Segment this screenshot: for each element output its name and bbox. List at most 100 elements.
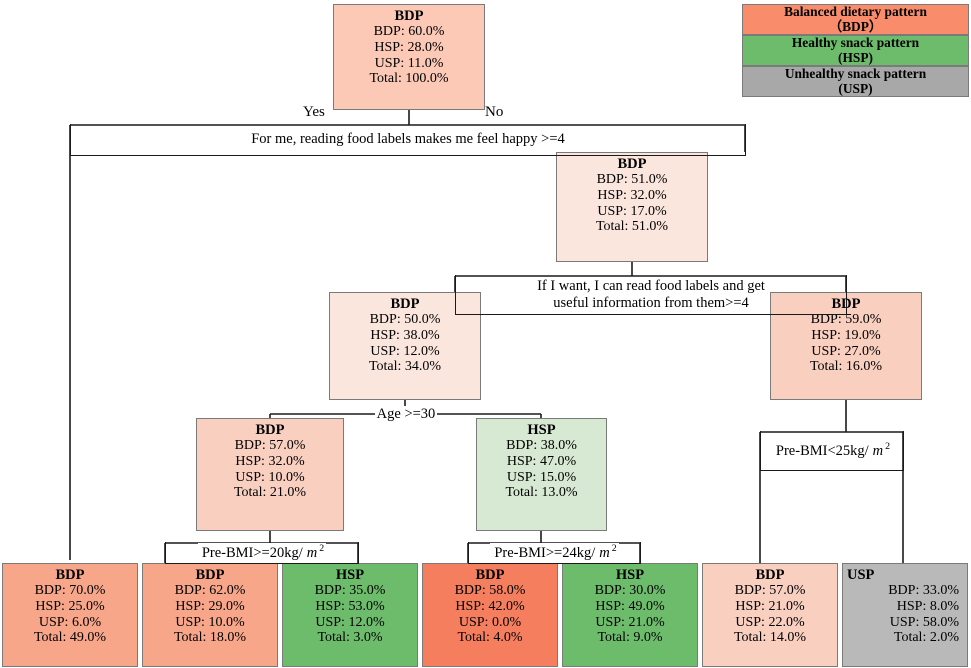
node-bdp-value: BDP: 59.0% xyxy=(810,312,882,328)
node-hsp-value: HSP: 8.0% xyxy=(896,598,959,614)
node-total-value: Total: 16.0% xyxy=(809,359,883,375)
node-hsp-value: HSP: 25.0% xyxy=(35,598,105,614)
node-usp-value: USP: 12.0% xyxy=(315,614,385,630)
node-title: BDP xyxy=(390,296,420,312)
node-usp-value: USP: 10.0% xyxy=(175,614,245,630)
node-usp-value: USP: 27.0% xyxy=(811,343,881,359)
split-label-useful-information[interactable]: If I want, I can read food labels and ge… xyxy=(455,275,847,315)
node-title: BDP xyxy=(394,8,424,24)
branch-tag-yes: Yes xyxy=(300,104,328,121)
node-bdp-value: BDP: 70.0% xyxy=(34,583,106,599)
node-bdp-value: BDP: 33.0% xyxy=(888,583,959,599)
tree-node-root[interactable]: BDP BDP: 60.0% HSP: 28.0% USP: 11.0% Tot… xyxy=(333,4,485,110)
unit-m: m xyxy=(304,545,320,562)
legend: Balanced dietary pattern （BDP） Healthy s… xyxy=(742,4,969,97)
unit-exp: 2 xyxy=(611,543,617,555)
node-hsp-value: HSP: 53.0% xyxy=(315,598,385,614)
node-title: HSP xyxy=(335,567,365,583)
branch-tag-no: No xyxy=(482,104,507,121)
node-total-value: Total: 14.0% xyxy=(733,630,807,646)
node-title: USP xyxy=(847,567,875,583)
node-usp-value: USP: 0.0% xyxy=(458,614,522,630)
node-bdp-value: BDP: 58.0% xyxy=(454,583,526,599)
node-bdp-value: BDP: 57.0% xyxy=(234,438,306,454)
tree-leaf-6[interactable]: BDP BDP: 57.0% HSP: 21.0% USP: 22.0% Tot… xyxy=(702,563,838,667)
node-hsp-value: HSP: 28.0% xyxy=(374,39,444,55)
tree-node-no-branch[interactable]: BDP BDP: 51.0% HSP: 32.0% USP: 17.0% Tot… xyxy=(556,152,708,262)
tree-leaf-5[interactable]: HSP BDP: 30.0% HSP: 49.0% USP: 21.0% Tot… xyxy=(562,563,698,667)
tree-leaf-4[interactable]: BDP BDP: 58.0% HSP: 42.0% USP: 0.0% Tota… xyxy=(422,563,558,667)
legend-item-hsp: Healthy snack pattern (HSP) xyxy=(742,35,969,66)
tree-leaf-3[interactable]: HSP BDP: 35.0% HSP: 53.0% USP: 12.0% Tot… xyxy=(282,563,418,667)
node-total-value: Total: 2.0% xyxy=(893,630,959,646)
unit-m: m xyxy=(597,545,612,562)
legend-label-line2: （BDP） xyxy=(828,18,883,34)
legend-label-line1: Balanced dietary pattern xyxy=(784,4,927,20)
node-usp-value: USP: 22.0% xyxy=(735,614,805,630)
legend-item-usp: Unhealthy snack pattern (USP) xyxy=(742,66,969,97)
node-hsp-value: HSP: 29.0% xyxy=(175,598,245,614)
node-bdp-value: BDP: 60.0% xyxy=(373,24,445,40)
node-hsp-value: HSP: 32.0% xyxy=(597,187,667,203)
node-bdp-value: BDP: 51.0% xyxy=(596,172,668,188)
split-label-line2: useful information from them>=4 xyxy=(551,294,751,311)
tree-leaf-1[interactable]: BDP BDP: 70.0% HSP: 25.0% USP: 6.0% Tota… xyxy=(2,563,138,667)
node-total-value: Total: 3.0% xyxy=(317,630,383,646)
node-bdp-value: BDP: 57.0% xyxy=(734,583,806,599)
node-title: BDP xyxy=(755,567,785,583)
split-label-age[interactable]: Age >=30 xyxy=(270,403,542,425)
node-hsp-value: HSP: 32.0% xyxy=(235,453,305,469)
node-bdp-value: BDP: 35.0% xyxy=(314,583,386,599)
split-label-food-label-happy[interactable]: For me, reading food labels makes me fee… xyxy=(70,124,746,156)
split-label-text: Age >=30 xyxy=(374,405,438,423)
node-total-value: Total: 18.0% xyxy=(173,630,247,646)
tree-node-age-left[interactable]: BDP BDP: 57.0% HSP: 32.0% USP: 10.0% Tot… xyxy=(196,418,344,531)
tree-node-age-right[interactable]: HSP BDP: 38.0% HSP: 47.0% USP: 15.0% Tot… xyxy=(476,418,607,531)
split-label-line1: If I want, I can read food labels and ge… xyxy=(535,278,767,295)
node-total-value: Total: 21.0% xyxy=(233,485,307,501)
node-bdp-value: BDP: 38.0% xyxy=(506,438,577,454)
node-total-value: Total: 100.0% xyxy=(369,71,449,87)
node-usp-value: USP: 12.0% xyxy=(370,343,440,359)
unit-m: m xyxy=(870,443,886,460)
unit-exp: 2 xyxy=(319,543,325,555)
node-hsp-value: HSP: 49.0% xyxy=(595,598,665,614)
node-hsp-value: HSP: 21.0% xyxy=(735,598,805,614)
node-title: BDP xyxy=(195,567,225,583)
node-usp-value: USP: 10.0% xyxy=(235,469,305,485)
node-bdp-value: BDP: 30.0% xyxy=(594,583,666,599)
node-usp-value: USP: 58.0% xyxy=(889,614,959,630)
unit-exp: 2 xyxy=(885,441,891,453)
node-usp-value: USP: 11.0% xyxy=(374,55,444,71)
node-title: HSP xyxy=(615,567,645,583)
node-usp-value: USP: 6.0% xyxy=(38,614,102,630)
tree-leaf-7[interactable]: USP BDP: 33.0% HSP: 8.0% USP: 58.0% Tota… xyxy=(842,563,968,667)
node-bdp-value: BDP: 50.0% xyxy=(369,312,441,328)
node-hsp-value: HSP: 38.0% xyxy=(370,327,440,343)
node-hsp-value: HSP: 47.0% xyxy=(506,453,577,469)
node-total-value: Total: 51.0% xyxy=(595,219,669,235)
tree-leaf-2[interactable]: BDP BDP: 62.0% HSP: 29.0% USP: 10.0% Tot… xyxy=(142,563,278,667)
legend-label-line2: (HSP) xyxy=(838,49,873,65)
node-total-value: Total: 34.0% xyxy=(368,359,442,375)
node-title: HSP xyxy=(527,422,556,438)
node-title: BDP xyxy=(617,156,647,172)
node-total-value: Total: 49.0% xyxy=(33,630,107,646)
legend-label-line1: Unhealthy snack pattern xyxy=(784,66,927,82)
node-usp-value: USP: 21.0% xyxy=(595,614,665,630)
node-title: BDP xyxy=(255,422,285,438)
legend-label-line2: (USP) xyxy=(838,80,873,96)
node-title: BDP xyxy=(55,567,85,583)
node-total-value: Total: 9.0% xyxy=(597,630,663,646)
node-total-value: Total: 13.0% xyxy=(505,485,578,501)
node-usp-value: USP: 15.0% xyxy=(506,469,577,485)
legend-label-line1: Healthy snack pattern xyxy=(791,35,920,51)
tree-node-useful-yes[interactable]: BDP BDP: 50.0% HSP: 38.0% USP: 12.0% Tot… xyxy=(329,292,481,400)
node-usp-value: USP: 17.0% xyxy=(597,203,667,219)
